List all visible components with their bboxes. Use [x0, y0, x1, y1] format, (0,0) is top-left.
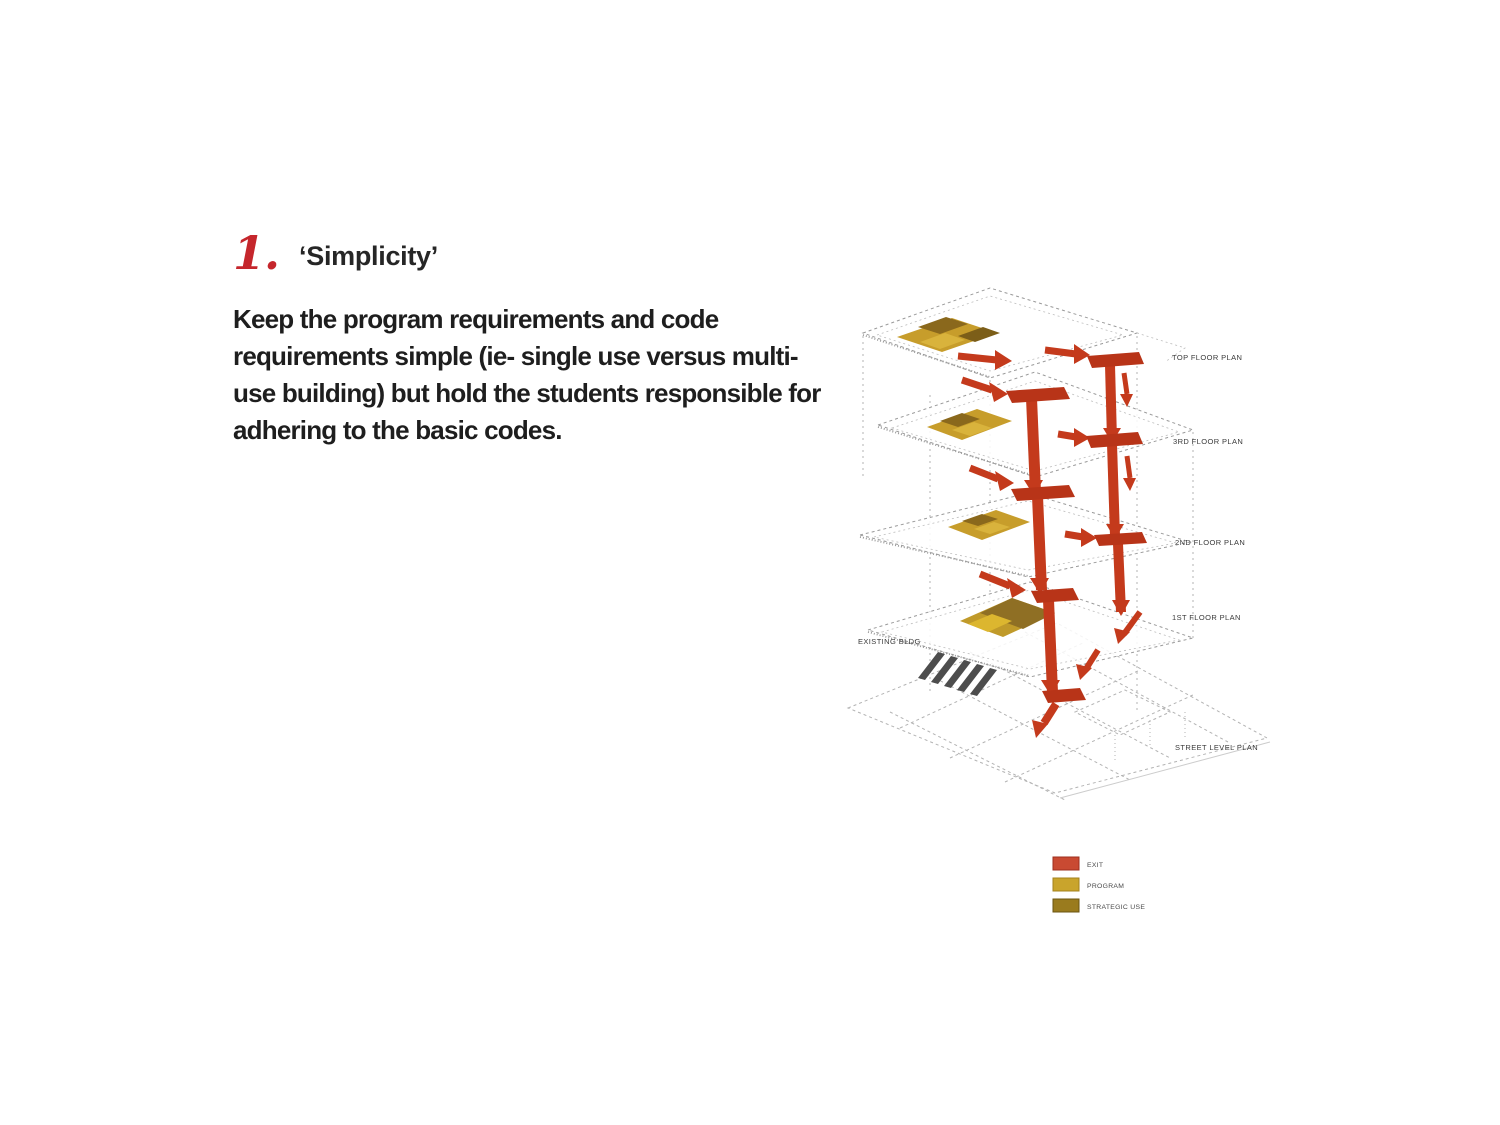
body-line: adhering to the basic codes. — [233, 415, 562, 445]
horizontal-flow-arrows — [957, 344, 1097, 598]
legend-label-program: PROGRAM — [1087, 883, 1124, 890]
floor-label-street: STREET LEVEL PLAN — [1175, 743, 1258, 752]
legend-label-exit: EXIT — [1087, 862, 1103, 869]
legend-swatch-strategic — [1052, 898, 1080, 913]
legend-label-strategic: STRATEGIC USE — [1087, 904, 1145, 911]
building-axon-diagram: TOP FLOOR PLAN 3RD FLOOR PLAN 2ND FLOOR … — [846, 287, 1271, 913]
diagram-legend: EXIT PROGRAM STRATEGIC USE — [1052, 856, 1145, 913]
floor-plate-2nd — [859, 492, 1192, 578]
body-paragraph: Keep the program requirements and code r… — [233, 301, 821, 449]
crosswalk-hatch — [918, 652, 997, 696]
legend-swatch-exit — [1052, 856, 1080, 871]
circulation-tower-rear — [1076, 352, 1147, 680]
floor-label-1st: 1ST FLOOR PLAN — [1172, 613, 1241, 622]
slide-heading: 1. ‘Simplicity’ — [233, 230, 438, 276]
program-area-2nd — [948, 510, 1030, 540]
body-line: requirements simple (ie- single use vers… — [233, 341, 799, 371]
existing-building-label: EXISTING BLDG — [858, 637, 921, 646]
floor-label-2nd: 2ND FLOOR PLAN — [1175, 538, 1245, 547]
heading-title: ‘Simplicity’ — [299, 241, 438, 271]
body-line: use building) but hold the students resp… — [233, 378, 821, 408]
heading-number: 1. — [233, 226, 280, 280]
program-area-1st — [960, 598, 1055, 637]
floor-label-3rd: 3RD FLOOR PLAN — [1173, 437, 1243, 446]
body-line: Keep the program requirements and code — [233, 304, 719, 334]
program-area-3rd — [927, 409, 1012, 440]
legend-swatch-program — [1052, 877, 1080, 892]
floor-labels: TOP FLOOR PLAN 3RD FLOOR PLAN 2ND FLOOR … — [858, 353, 1258, 752]
circulation-tower-front — [1006, 387, 1086, 738]
floor-plate-1st — [866, 581, 1195, 678]
floor-label-top: TOP FLOOR PLAN — [1172, 353, 1242, 362]
program-area-top — [897, 317, 1000, 352]
